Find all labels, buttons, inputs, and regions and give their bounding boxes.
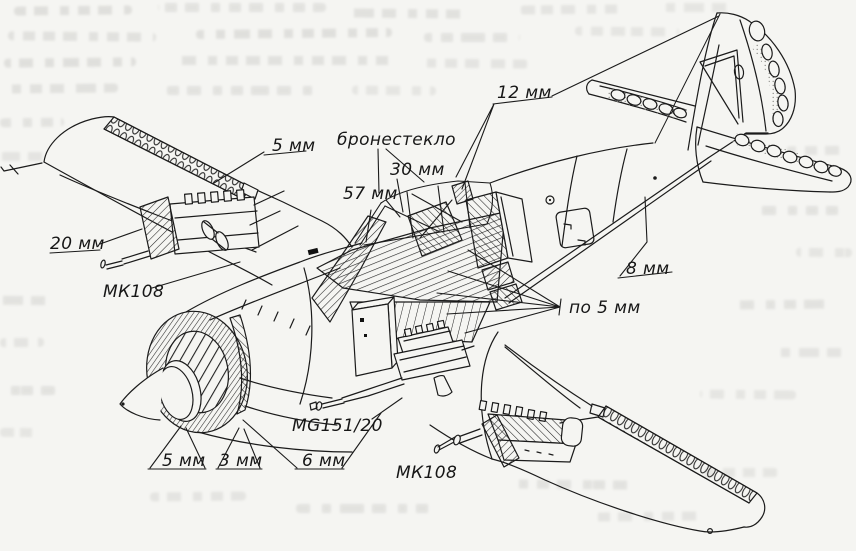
gun-barrel [437, 428, 483, 451]
label-glass-57mm: 57 мм [343, 184, 398, 204]
boarding-step [307, 247, 319, 256]
leader-lines [49, 15, 720, 470]
access-hatch [555, 207, 595, 249]
fuselage-armor-plates [311, 180, 533, 343]
wingtip-light [706, 527, 713, 534]
label-wing-skin-armor: 5 мм [272, 136, 315, 156]
label-cowl-panel: 6 мм [302, 451, 345, 471]
pitot-tube [0, 162, 43, 175]
gun-armor-plate [139, 196, 180, 260]
left-wing-gun [100, 189, 285, 270]
label-wing-gun-armor: 20 мм [50, 234, 105, 254]
handhold [545, 195, 555, 205]
annotation-labels: 5 мм 20 мм МК108 бронестекло 30 мм 57 мм… [50, 83, 669, 483]
propeller-spinner [119, 360, 202, 422]
label-fuselage-cannon: MG151/20 [292, 416, 383, 436]
label-headrest-armor: 12 мм [497, 83, 552, 103]
exhaust-stubs [241, 299, 311, 336]
gun-grip [433, 375, 453, 397]
label-armored-glass: бронестекло [337, 130, 456, 150]
rudder-cutouts [761, 43, 789, 128]
label-glass-30mm: 30 мм [390, 160, 445, 180]
headrest-armor-plate [451, 180, 474, 205]
far-stabilizer [586, 79, 696, 123]
tail-fin-and-rudder [687, 12, 796, 151]
gun-armor-plate [351, 303, 393, 377]
antenna-wires [654, 13, 721, 144]
right-wing-gun [433, 399, 584, 468]
label-rear-fuselage-armor: 8 мм [626, 259, 669, 279]
label-left-wing-cannon: МК108 [103, 282, 164, 302]
fuselage-gun [309, 296, 475, 411]
label-plates-each-5mm: по 5 мм [569, 298, 641, 318]
gun-barrel [321, 377, 405, 409]
gun-armor-plate [481, 414, 520, 468]
label-right-wing-cannon: МК108 [396, 463, 457, 483]
cockpit-canopy [354, 180, 494, 246]
right-wing [429, 331, 766, 534]
gun-barrel [105, 250, 151, 270]
engine-cowling [119, 242, 363, 453]
label-cowl-ring-mid: 3 мм [219, 451, 262, 471]
label-cowl-ring-front: 5 мм [162, 451, 205, 471]
rear-fuselage [489, 132, 769, 304]
near-stabilizer [695, 126, 852, 193]
